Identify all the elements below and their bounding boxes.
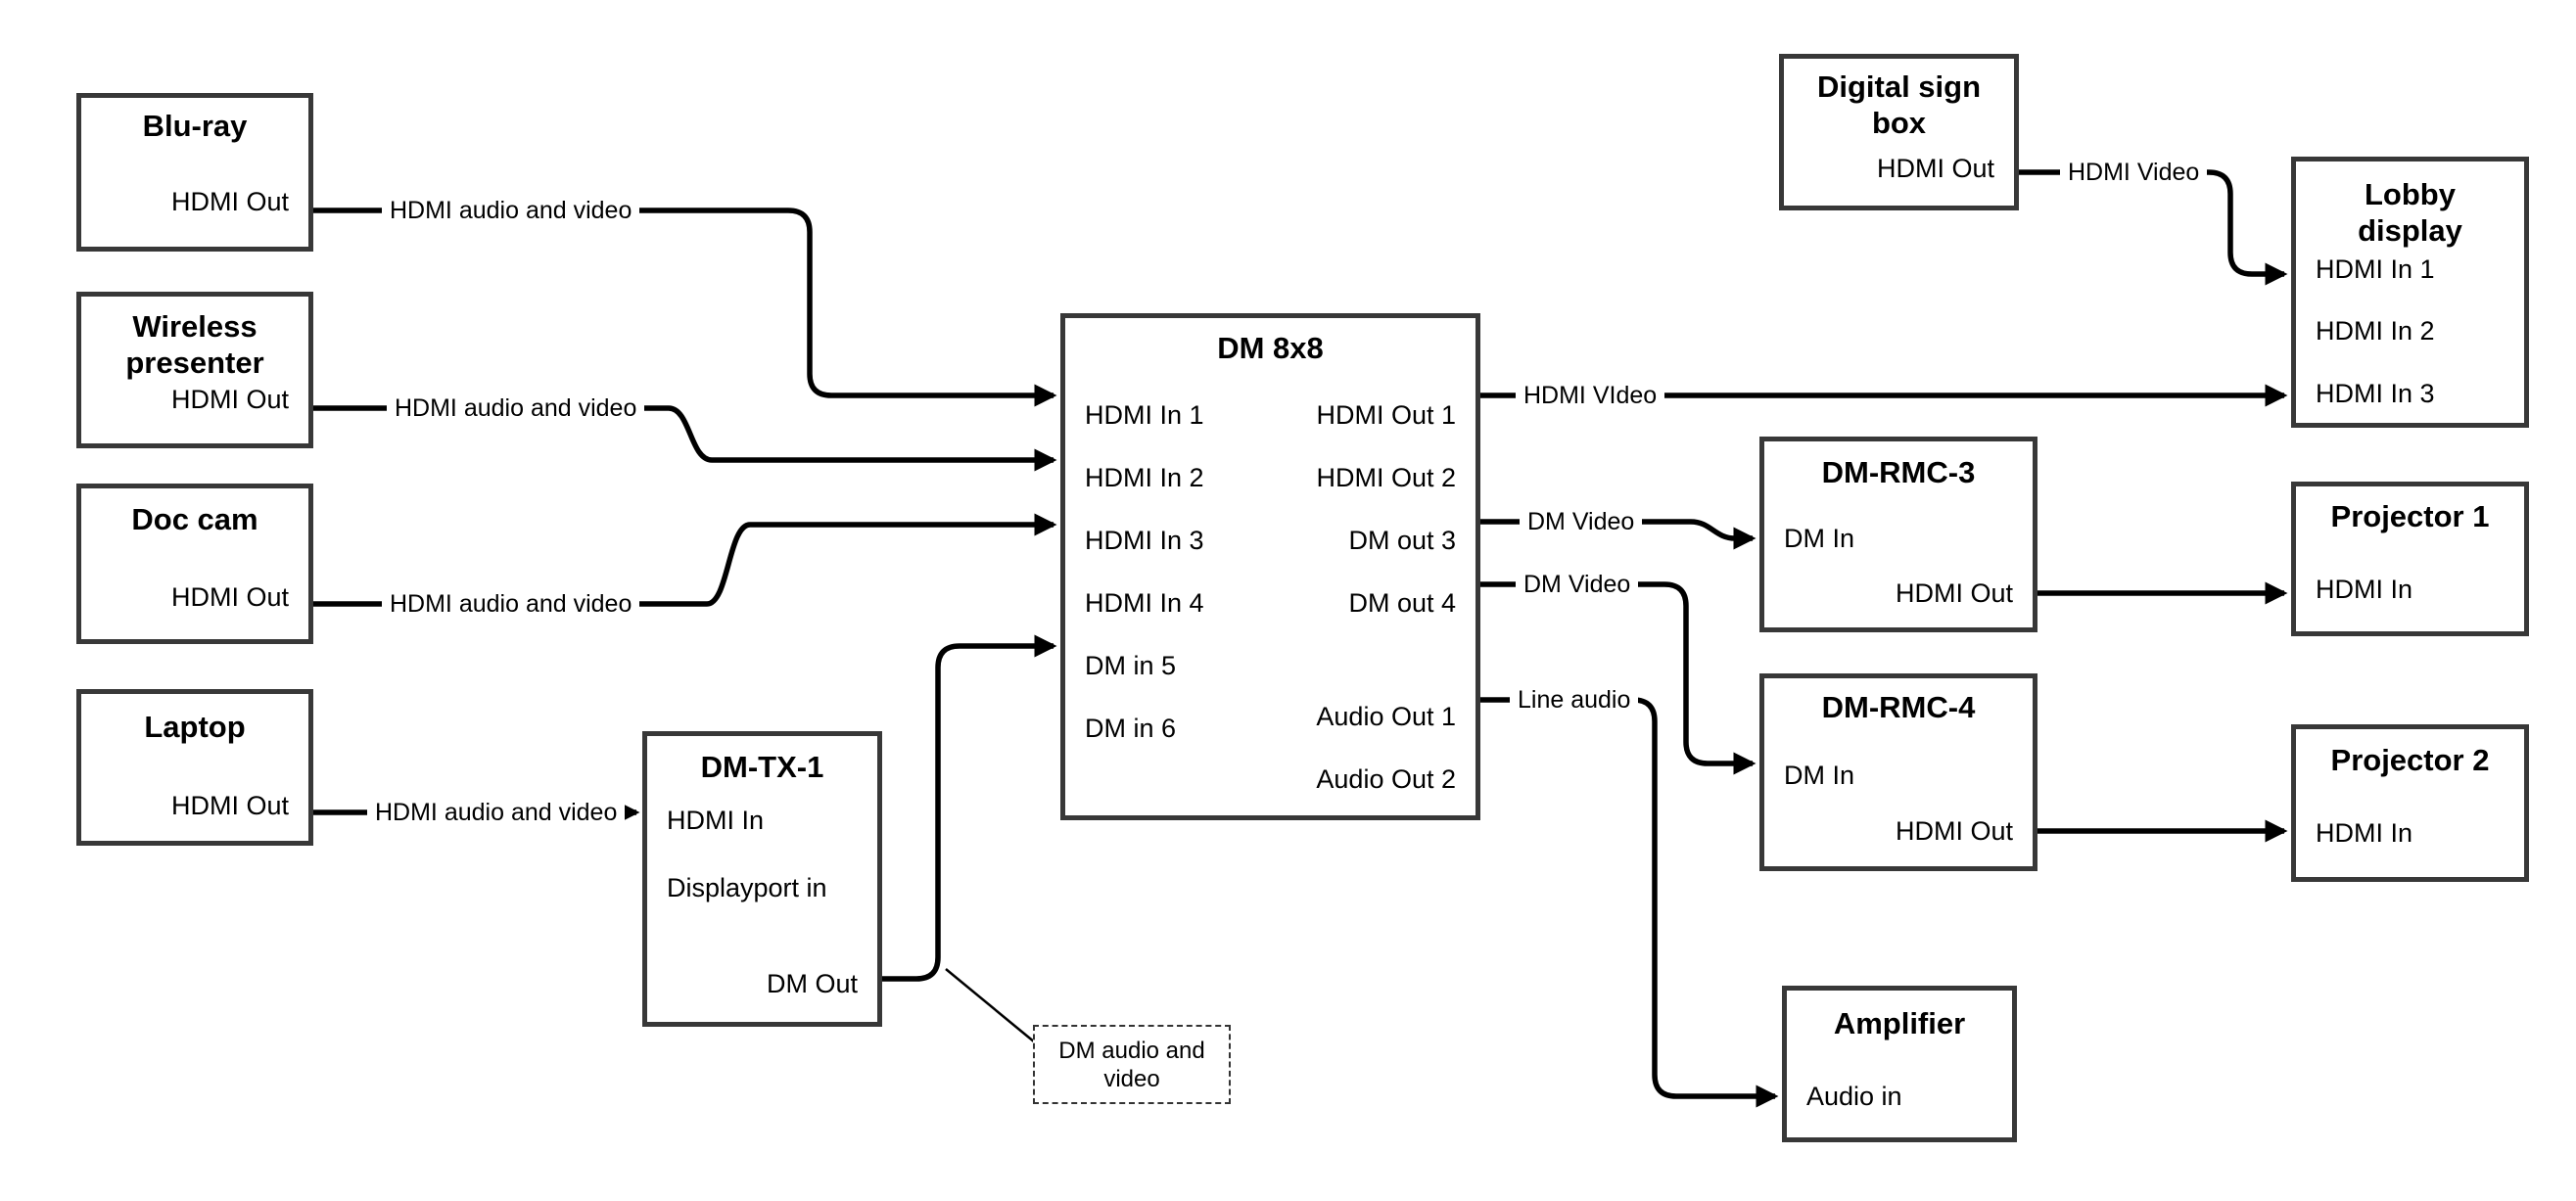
node-lobby-display: Lobby display HDMI In 1 HDMI In 2 HDMI I… [2291, 157, 2529, 428]
port-hdmi-out: HDMI Out [170, 791, 289, 820]
edge-label-laptop: HDMI audio and video [367, 798, 626, 827]
edge-label-dm-out-3: DM Video [1520, 507, 1643, 536]
node-title: Digital sign box [1816, 69, 1982, 140]
node-title: Projector 1 [2330, 499, 2490, 533]
node-projector-2: Projector 2 HDMI In [2291, 724, 2529, 882]
edge-wireless-to-dm8x8-hdmi-in-2 [313, 405, 1057, 472]
node-title: Projector 2 [2330, 743, 2490, 777]
edge-label-digisign: HDMI Video [2060, 158, 2208, 187]
port-hdmi-in-1: HDMI In 1 [1085, 400, 1204, 430]
edge-dmtx1-dm-out-to-dm8x8-dm-in-5 [882, 634, 1057, 982]
node-dm-8x8: DM 8x8 HDMI In 1 HDMI In 2 HDMI In 3 HDM… [1060, 313, 1480, 820]
node-title: Laptop [144, 710, 246, 744]
node-title: Blu-ray [142, 109, 248, 143]
port-dm-in: DM In [1784, 761, 1855, 790]
node-title: DM-RMC-4 [1821, 690, 1976, 724]
edge-doccam-to-dm8x8-hdmi-in-3 [313, 513, 1057, 607]
node-title: Amplifier [1833, 1006, 1966, 1040]
port-dm-in: DM In [1784, 524, 1855, 553]
edge-label-audio-out-1: Line audio [1510, 685, 1639, 715]
node-title: Lobby display [2358, 177, 2462, 248]
node-blu-ray: Blu-ray HDMI Out [76, 93, 313, 252]
port-dm-out-4: DM out 4 [1348, 588, 1456, 618]
edge-dm8x8-dm-out-4-to-rmc4-dm-in [1480, 581, 1756, 775]
port-dm-in-5: DM in 5 [1085, 651, 1177, 680]
port-audio-out-2: Audio Out 2 [1316, 764, 1456, 794]
node-dm-tx-1: DM-TX-1 HDMI In Displayport in DM Out [642, 731, 882, 1027]
callout-text: DM audio and video [1058, 1037, 1205, 1092]
node-title: Doc cam [131, 502, 258, 536]
port-dm-out: DM Out [766, 969, 858, 998]
edge-label-bluray: HDMI audio and video [382, 196, 640, 225]
edge-label-doccam: HDMI audio and video [382, 589, 640, 619]
callout-leader-line [945, 968, 1036, 1043]
node-dm-rmc-3: DM-RMC-3 DM In HDMI Out [1759, 437, 2037, 632]
port-hdmi-out: HDMI Out [1895, 816, 2013, 846]
node-laptop: Laptop HDMI Out [76, 689, 313, 846]
port-hdmi-in-2: HDMI In 2 [2316, 316, 2435, 346]
port-hdmi-out: HDMI Out [1895, 578, 2013, 608]
port-hdmi-in-3: HDMI In 3 [1085, 526, 1204, 555]
port-hdmi-out-1: HDMI Out 1 [1316, 400, 1456, 430]
port-audio-in: Audio in [1806, 1082, 1902, 1111]
port-hdmi-out: HDMI Out [170, 385, 289, 414]
port-hdmi-in-3: HDMI In 3 [2316, 379, 2435, 408]
port-hdmi-out: HDMI Out [170, 187, 289, 216]
node-title: DM 8x8 [1217, 331, 1324, 365]
port-dm-out-3: DM out 3 [1348, 526, 1456, 555]
edge-label-hdmi-out-1: HDMI VIdeo [1516, 381, 1665, 410]
edge-bluray-to-dm8x8-hdmi-in-1 [313, 208, 1057, 407]
node-wireless-presenter: Wireless presenter HDMI Out [76, 292, 313, 448]
node-dm-rmc-4: DM-RMC-4 DM In HDMI Out [1759, 673, 2037, 871]
edge-label-dm-out-4: DM Video [1516, 570, 1639, 599]
port-dm-in-6: DM in 6 [1085, 714, 1177, 743]
port-hdmi-out: HDMI Out [1876, 154, 1994, 183]
edge-label-wireless: HDMI audio and video [387, 393, 645, 423]
port-hdmi-in: HDMI In [2316, 575, 2413, 604]
edge-dm8x8-dm-out-3-to-rmc3-dm-in [1480, 519, 1756, 550]
port-audio-out-1: Audio Out 1 [1316, 702, 1456, 731]
node-digital-sign-box: Digital sign box HDMI Out [1779, 54, 2019, 210]
port-hdmi-in: HDMI In [2316, 818, 2413, 848]
edge-digisign-to-lobby-hdmi-in-1 [2019, 169, 2288, 286]
node-doc-cam: Doc cam HDMI Out [76, 484, 313, 644]
port-hdmi-in-1: HDMI In 1 [2316, 254, 2435, 284]
port-hdmi-in-2: HDMI In 2 [1085, 463, 1204, 492]
port-displayport-in: Displayport in [667, 873, 827, 902]
edge-dm8x8-audio-out-1-to-amp-audio-in [1480, 697, 1779, 1108]
port-hdmi-out: HDMI Out [170, 582, 289, 612]
port-hdmi-out-2: HDMI Out 2 [1316, 463, 1456, 492]
port-hdmi-in-4: HDMI In 4 [1085, 588, 1204, 618]
callout-dm-audio-and-video: DM audio and video [1033, 1025, 1231, 1104]
node-amplifier: Amplifier Audio in [1782, 986, 2017, 1142]
node-title: Wireless presenter [125, 309, 264, 380]
port-hdmi-in: HDMI In [667, 806, 765, 835]
node-title: DM-TX-1 [700, 750, 824, 784]
node-title: DM-RMC-3 [1821, 455, 1976, 489]
node-projector-1: Projector 1 HDMI In [2291, 482, 2529, 636]
